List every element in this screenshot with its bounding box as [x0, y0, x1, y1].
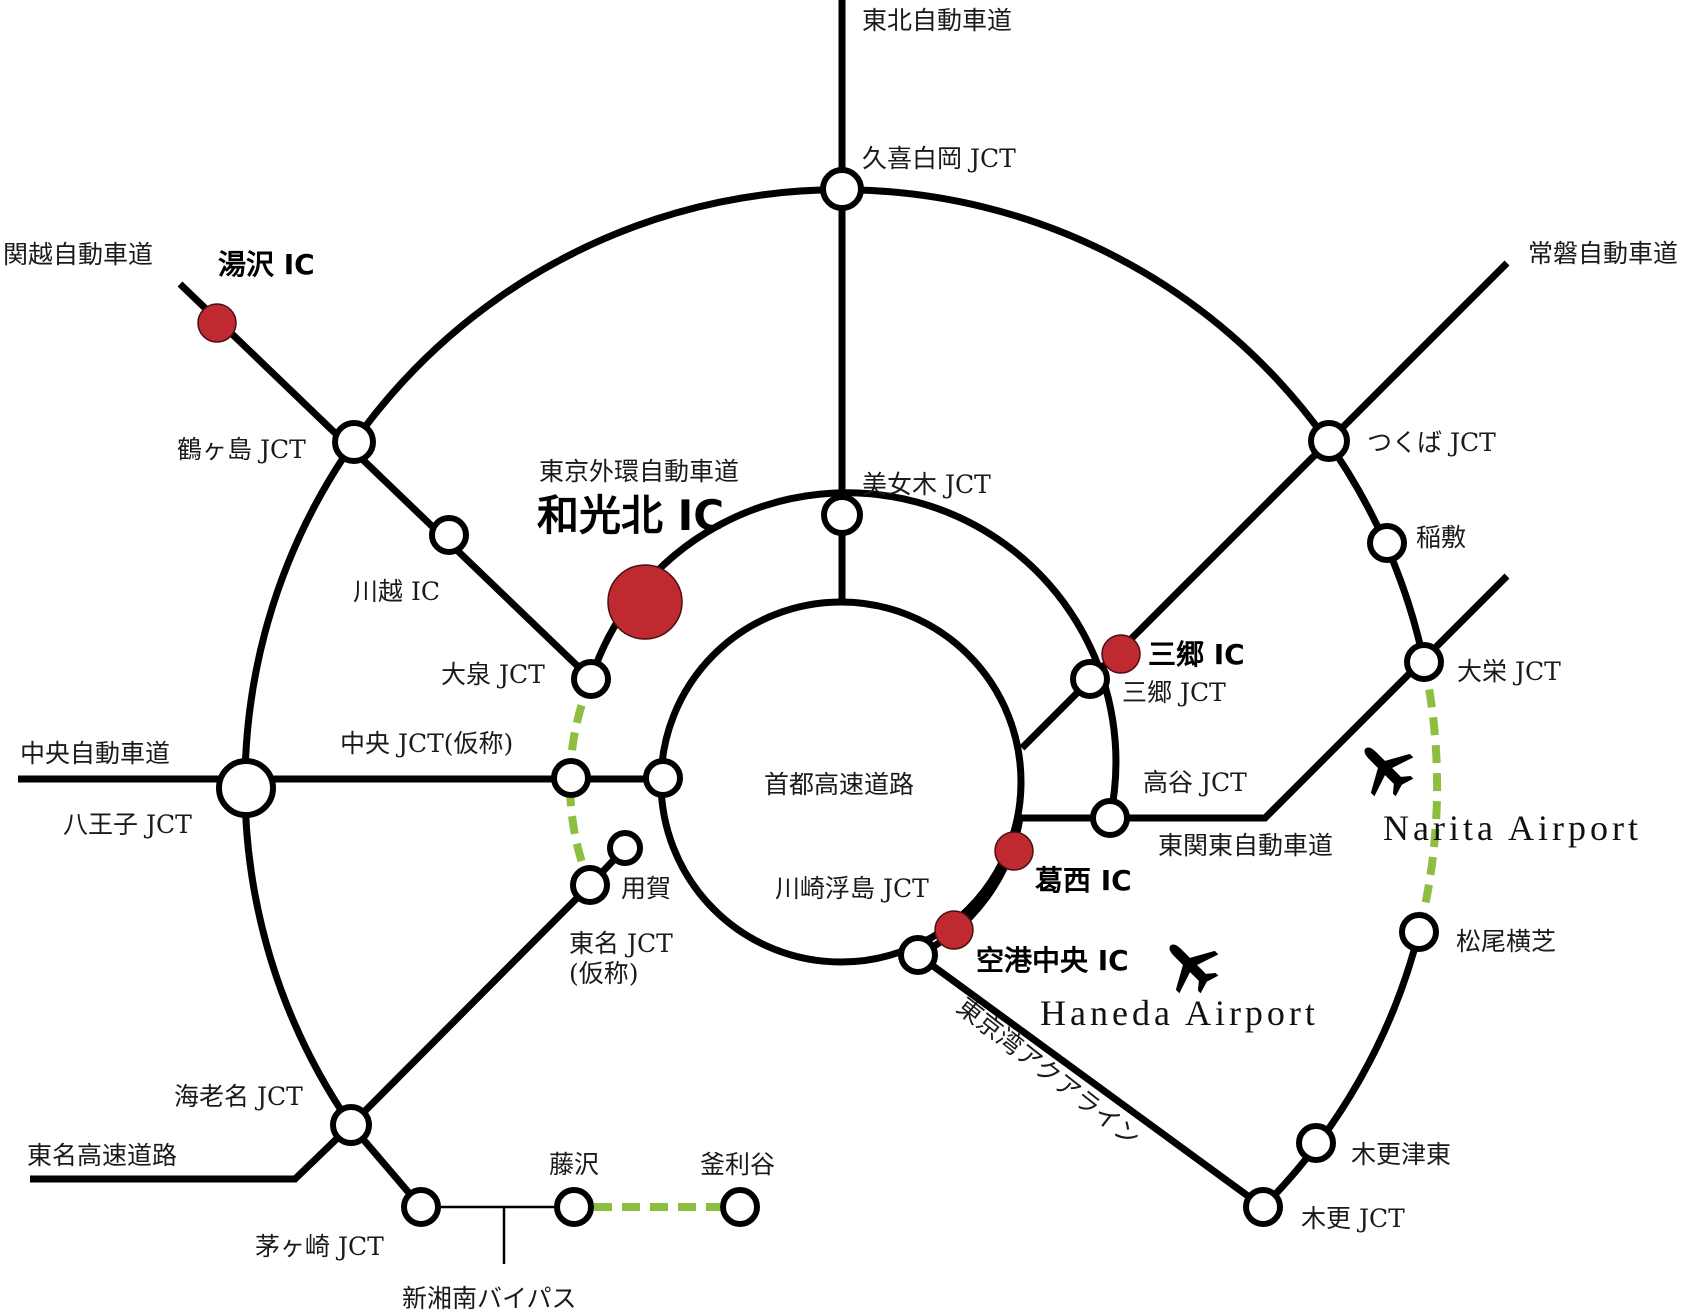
node-bijogi[interactable]: [821, 494, 863, 536]
label-taiei: 大栄 JCT: [1457, 657, 1561, 686]
road-tomei: [30, 845, 628, 1183]
label-chigasaki: 茅ヶ崎 JCT: [255, 1232, 384, 1261]
label-ic-kasai: 葛西 IC: [1035, 864, 1132, 897]
airplane-icon: [1169, 944, 1219, 994]
label-kuki-shiraoka: 久喜白岡 JCT: [862, 144, 1016, 173]
label-kamariya: 釜利谷: [700, 1150, 775, 1179]
label-ic-misato: 三郷 IC: [1148, 638, 1245, 671]
label-kisarazu-jct: 木更 JCT: [1301, 1204, 1405, 1233]
label-haneda-airport: Haneda Airport: [1040, 993, 1319, 1033]
label-chuo-expressway: 中央自動車道: [20, 739, 170, 768]
node-yoga[interactable]: [607, 830, 643, 866]
label-ic-yuzawa: 湯沢 IC: [218, 248, 315, 281]
node-koya[interactable]: [1090, 798, 1130, 838]
label-koya: 高谷 JCT: [1143, 768, 1247, 797]
label-tohoku: 東北自動車道: [862, 6, 1012, 35]
node-kisarazu-higashi[interactable]: [1296, 1123, 1336, 1163]
label-ebina: 海老名 JCT: [174, 1082, 303, 1111]
ic-kuko-chuo[interactable]: [934, 910, 974, 950]
label-fujisawa: 藤沢: [549, 1150, 599, 1179]
label-kanetsu: 関越自動車道: [3, 240, 153, 269]
ring-gaikan-planned: [566, 677, 595, 887]
label-gaikan: 東京外環自動車道: [539, 457, 739, 486]
label-tomei-jct: 東名 JCT: [569, 929, 673, 958]
label-shin-shonan: 新湘南バイパス: [402, 1284, 577, 1313]
ring-ken-o-south: [1260, 931, 1423, 1210]
node-kamariya[interactable]: [720, 1187, 760, 1227]
node-kawagoe[interactable]: [429, 515, 469, 555]
label-bijogi: 美女木 JCT: [862, 470, 991, 499]
label-kawasaki-ukishima: 川崎浮島 JCT: [775, 874, 929, 903]
node-kawasaki-ukishima[interactable]: [898, 935, 938, 975]
road-aqualine: [915, 952, 1266, 1210]
label-inashiki: 稲敷: [1416, 523, 1466, 552]
label-kisarazu-higashi: 木更津東: [1351, 1140, 1451, 1169]
label-matsuo-yokoshiba: 松尾横芝: [1456, 927, 1556, 956]
label-shuto: 首都高速道路: [764, 770, 914, 799]
node-hachioji[interactable]: [216, 758, 276, 818]
ic-kasai[interactable]: [994, 831, 1034, 871]
ic-yuzawa[interactable]: [197, 303, 237, 343]
ic-misato[interactable]: [1101, 634, 1141, 674]
node-tsurugashima[interactable]: [332, 420, 376, 464]
node-chigasaki[interactable]: [401, 1187, 441, 1227]
label-hachioji: 八王子 JCT: [63, 810, 192, 839]
airplane-icon: [1364, 747, 1414, 797]
label-tsurugashima: 鶴ヶ島 JCT: [177, 435, 306, 464]
label-higashi-kanto: 東関東自動車道: [1158, 831, 1333, 860]
label-kawagoe: 川越 IC: [353, 577, 440, 606]
nodes: [216, 167, 1444, 1227]
label-joban: 常磐自動車道: [1528, 239, 1678, 268]
node-tsukuba[interactable]: [1308, 420, 1350, 462]
node-kisarazu-jct[interactable]: [1243, 1187, 1283, 1227]
node-ebina[interactable]: [330, 1104, 372, 1146]
node-fujisawa[interactable]: [554, 1187, 594, 1227]
node-oizumi[interactable]: [571, 659, 611, 699]
node-inashiki[interactable]: [1367, 523, 1407, 563]
ring-ken-o: [241, 186, 1428, 1127]
node-misato-jct[interactable]: [1070, 659, 1110, 699]
ring-ken-o-planned: [1415, 661, 1442, 933]
label-oizumi: 大泉 JCT: [441, 660, 545, 689]
node-chuo-jct[interactable]: [551, 758, 591, 798]
label-tsukuba: つくば JCT: [1367, 428, 1496, 457]
node-matsuo-yokoshiba[interactable]: [1399, 912, 1439, 952]
road-kanetsu: [177, 281, 594, 682]
label-narita-airport: Narita Airport: [1383, 808, 1642, 848]
label-tomei-expressway: 東名高速道路: [27, 1141, 177, 1170]
node-tomei-jct[interactable]: [570, 865, 610, 905]
node-kuki-shiraoka[interactable]: [820, 167, 864, 211]
label-chuo-jct: 中央 JCT(仮称): [340, 729, 513, 758]
label-ic-kuko-chuo: 空港中央 IC: [976, 944, 1129, 977]
label-tomei-jct-provisional: (仮称): [569, 959, 639, 988]
label-misato-jct: 三郷 JCT: [1122, 678, 1226, 707]
ic-wakokita[interactable]: [607, 564, 683, 640]
node-shuto-west[interactable]: [643, 758, 683, 798]
label-ic-wakokita: 和光北 IC: [537, 491, 724, 540]
node-taiei[interactable]: [1404, 642, 1444, 682]
roads: [18, 0, 1510, 1264]
label-yoga: 用賀: [621, 874, 671, 903]
highlighted-ics: [197, 303, 1141, 950]
